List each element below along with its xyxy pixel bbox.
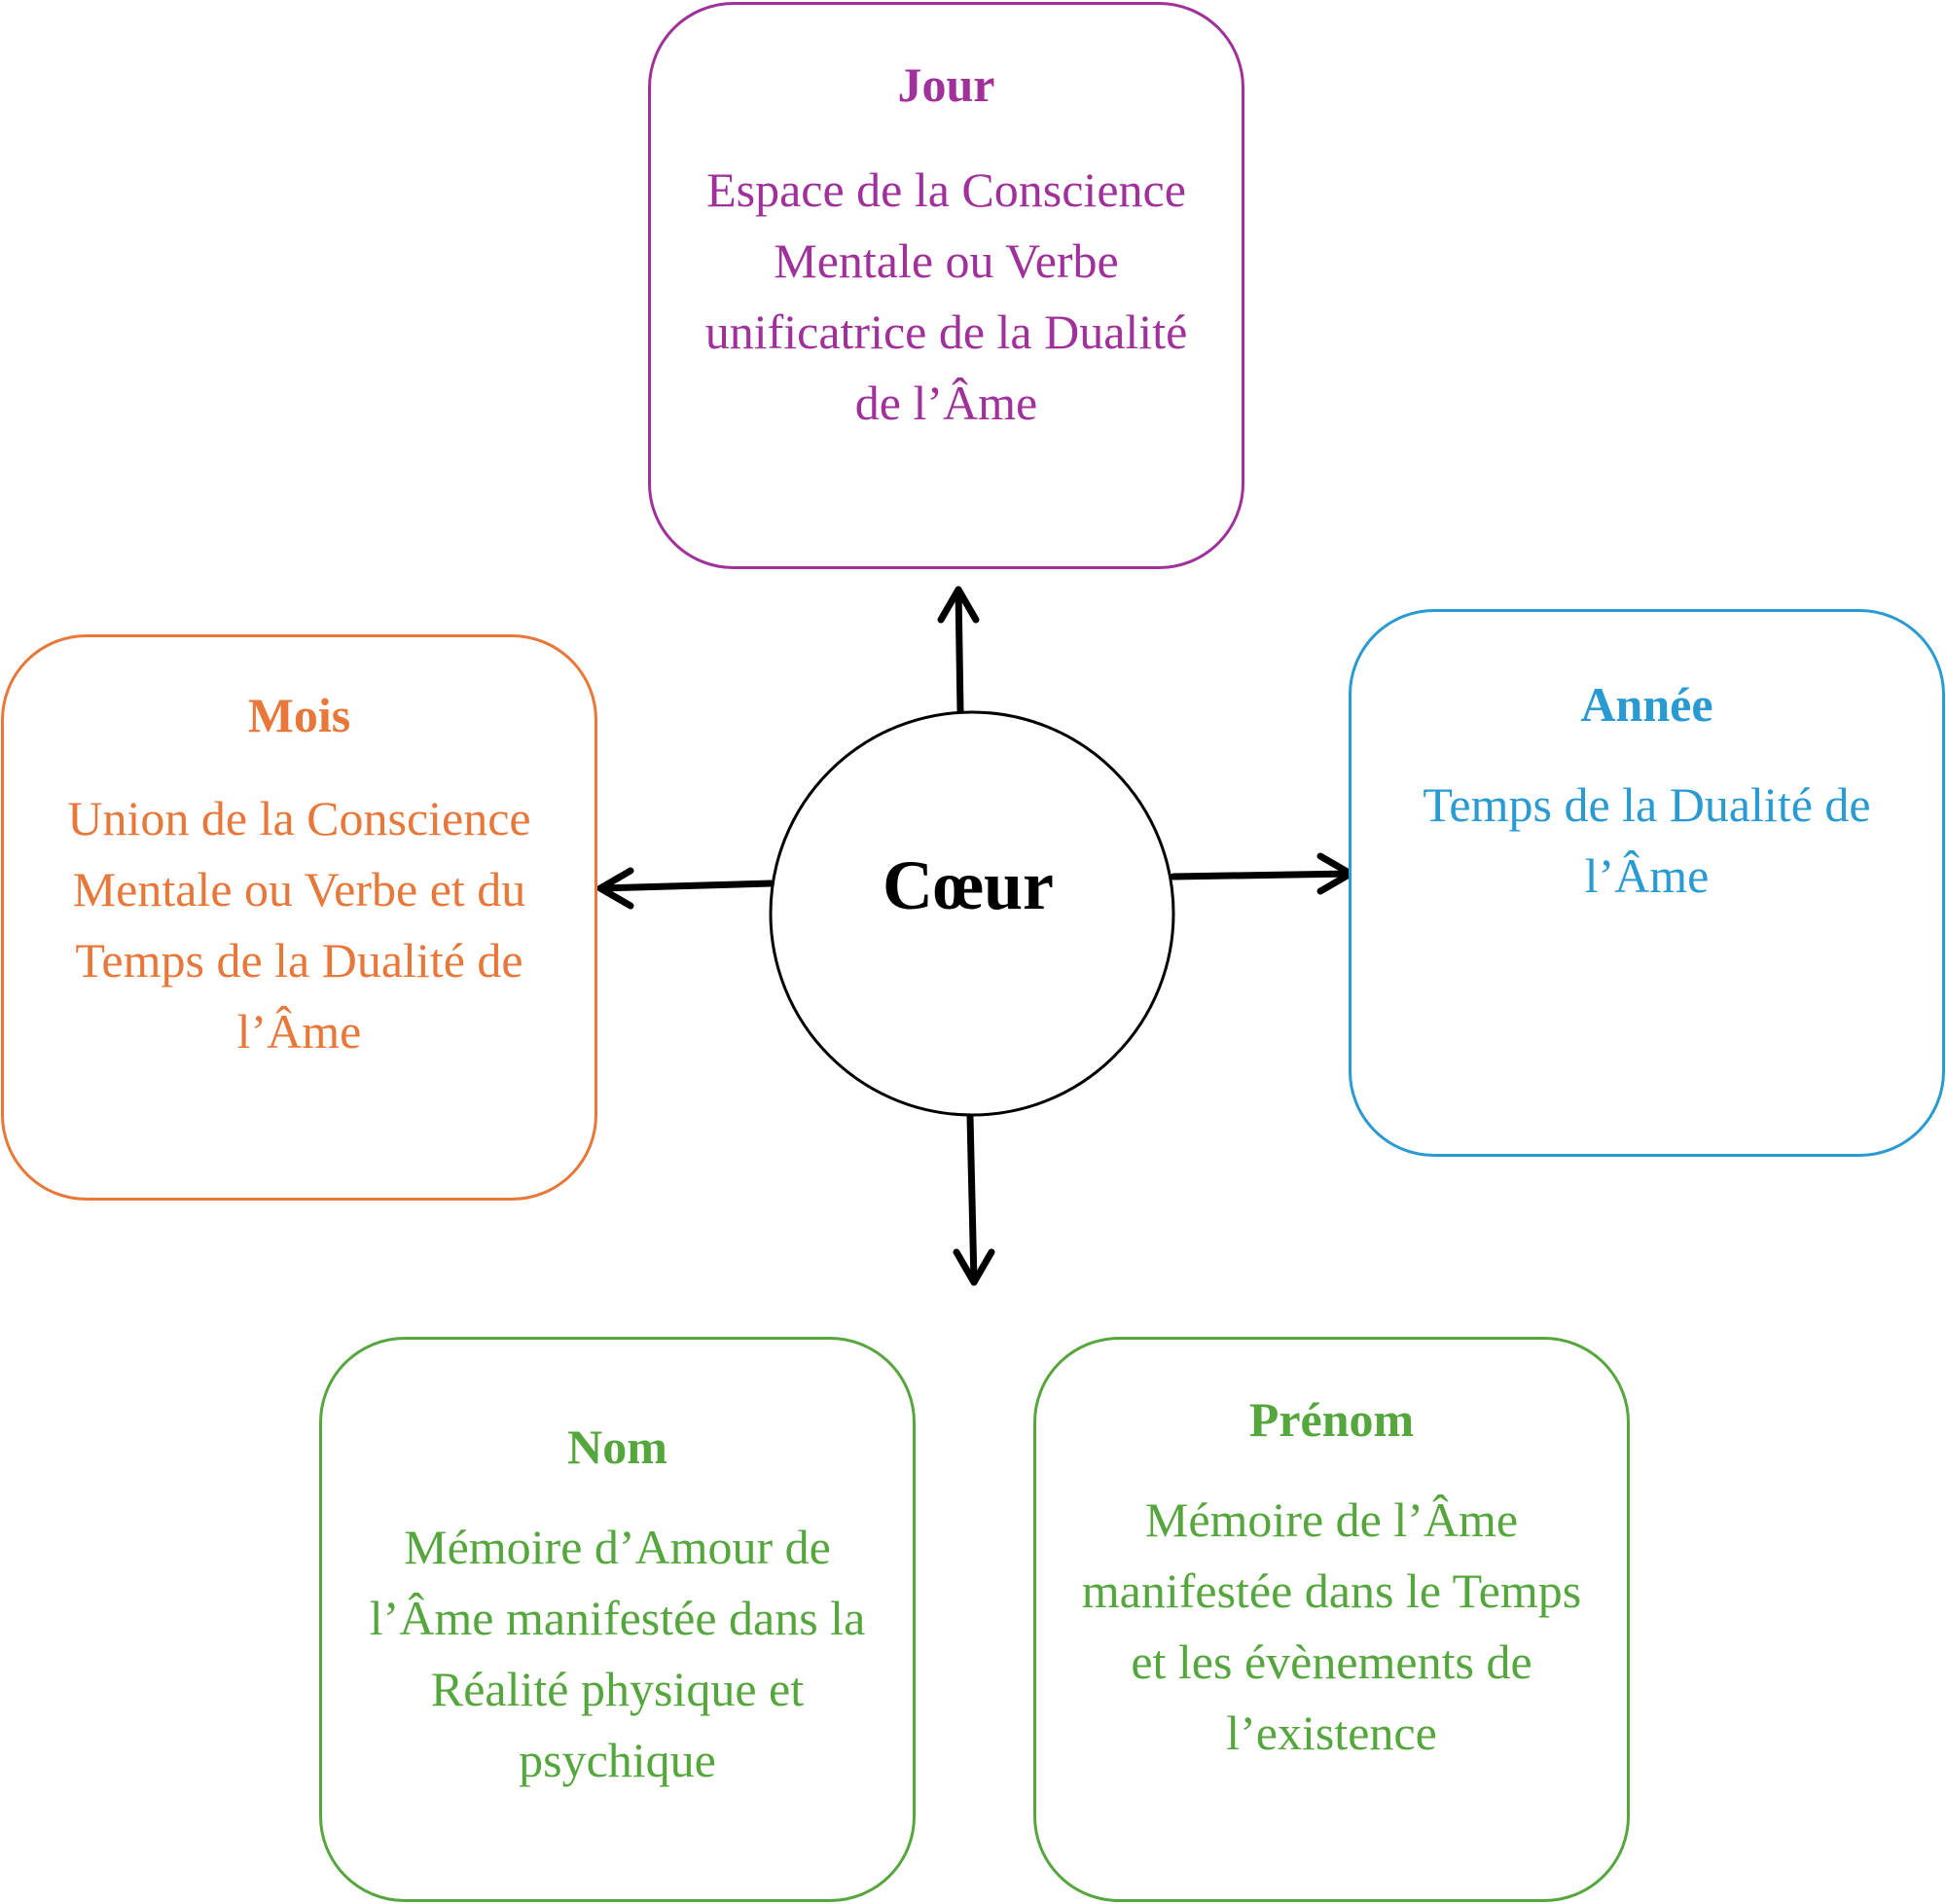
arrow-to-jour: [937, 586, 980, 715]
node-jour: Jour Espace de la Conscience Mentale ou …: [648, 2, 1244, 569]
center-label: Cœur: [883, 846, 1054, 924]
node-prenom: Prénom Mémoire de l’Âme manifestée dans …: [1033, 1337, 1630, 1902]
arrow-to-annee: [1170, 852, 1354, 895]
arrow-to-mois: [596, 867, 775, 910]
node-annee-title: Année: [1580, 677, 1713, 732]
node-mois: Mois Union de la Conscience Mentale ou V…: [1, 634, 597, 1201]
node-jour-title: Jour: [897, 57, 995, 112]
node-mois-text: Union de la Conscience Mentale ou Verbe …: [67, 791, 531, 1059]
node-mois-title: Mois: [247, 688, 351, 742]
node-prenom-text: Mémoire de l’Âme manifestée dans le Temp…: [1081, 1492, 1582, 1760]
node-annee-text: Temps de la Dualité de l’Âme: [1423, 777, 1871, 903]
node-nom-title: Nom: [567, 1419, 667, 1474]
node-prenom-title: Prénom: [1248, 1392, 1415, 1447]
node-nom: Nom Mémoire d’Amour de l’Âme manifestée …: [319, 1337, 916, 1902]
node-nom-text: Mémoire d’Amour de l’Âme manifestée dans…: [369, 1520, 866, 1787]
center-circle: [769, 710, 1175, 1117]
node-annee: Année Temps de la Dualité de l’Âme: [1349, 609, 1945, 1157]
node-jour-text: Espace de la Conscience Mentale ou Verbe…: [704, 162, 1188, 430]
arrow-down: [953, 1113, 995, 1286]
